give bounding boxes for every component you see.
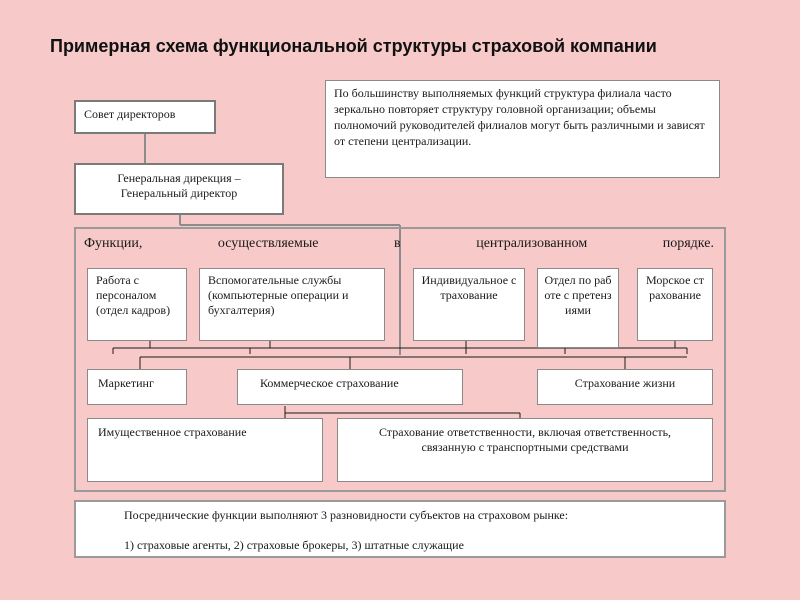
individual-label: Индивидуальное страхование	[421, 273, 517, 302]
general-label: Генеральная дирекция – Генеральный дирек…	[117, 171, 241, 200]
note-text: По большинству выполняемых функций струк…	[334, 86, 705, 148]
panel-title-word: осуществляемые	[217, 236, 319, 251]
panel-title-word: централизованном	[476, 236, 588, 251]
note-box: По большинству выполняемых функций струк…	[325, 80, 720, 178]
panel-title: Функции, осуществляемые в централизованн…	[84, 236, 714, 252]
board-box: Совет директоров	[74, 100, 216, 134]
life-box: Страхование жизни	[537, 369, 713, 405]
claims-label: Отдел по работе с претензиями	[544, 273, 612, 317]
claims-box: Отдел по работе с претензиями	[537, 268, 619, 348]
individual-box: Индивидуальное страхование	[413, 268, 525, 341]
intermediary-line-2: 1) страховые агенты, 2) страховые брокер…	[124, 538, 464, 552]
life-label: Страхование жизни	[574, 376, 676, 390]
marketing-label: Маркетинг	[98, 376, 154, 390]
panel-title-word: в	[394, 236, 401, 251]
aux-box: Вспомогательные службы (компьютерные опе…	[199, 268, 385, 341]
commercial-box: Коммерческое страхование	[237, 369, 463, 405]
property-label: Имущественное страхование	[98, 425, 247, 439]
general-box: Генеральная дирекция – Генеральный дирек…	[74, 163, 284, 215]
marine-label: Морское страхование	[646, 273, 704, 302]
hr-label: Работа с персоналом (отдел кадров)	[96, 273, 171, 317]
aux-label: Вспомогательные службы (компьютерные опе…	[208, 273, 349, 317]
board-label: Совет директоров	[84, 107, 176, 121]
page-title: Примерная схема функциональной структуры…	[50, 36, 657, 56]
hr-box: Работа с персоналом (отдел кадров)	[87, 268, 187, 341]
property-box: Имущественное страхование	[87, 418, 323, 482]
panel-title-word: порядке.	[662, 236, 714, 251]
commercial-label: Коммерческое страхование	[260, 376, 399, 390]
marine-box: Морское страхование	[637, 268, 713, 341]
intermediary-box: Посреднические функции выполняют 3 разно…	[74, 500, 726, 558]
marketing-box: Маркетинг	[87, 369, 187, 405]
intermediary-line-1: Посреднические функции выполняют 3 разно…	[124, 508, 569, 522]
functions-panel	[74, 227, 726, 492]
liability-label: Страхование ответственности, включая отв…	[378, 425, 672, 454]
panel-title-word: Функции,	[84, 236, 143, 251]
liability-box: Страхование ответственности, включая отв…	[337, 418, 713, 482]
